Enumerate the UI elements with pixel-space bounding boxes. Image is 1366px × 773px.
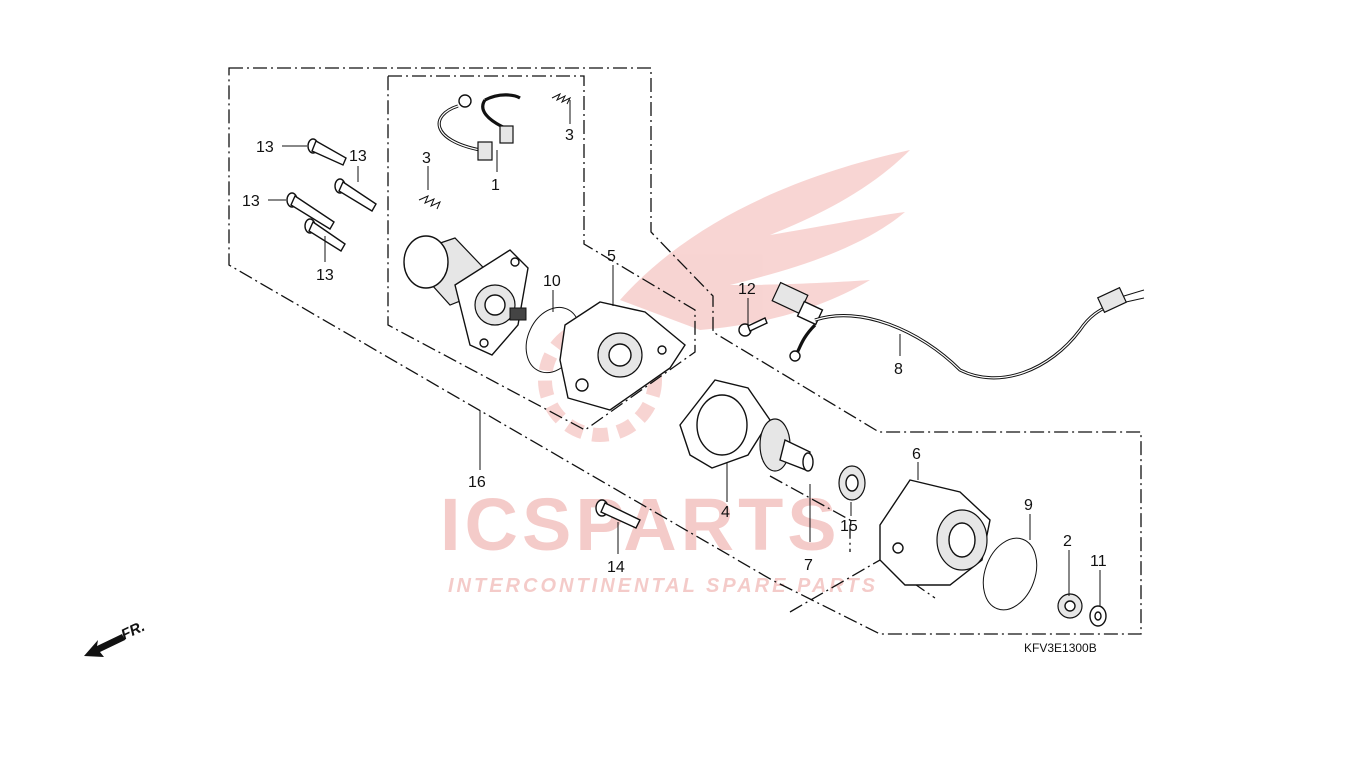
gasket-9 [982, 537, 1038, 611]
bolt-14 [595, 499, 641, 529]
callout-9: 9 [1024, 497, 1033, 514]
screw-12 [738, 317, 768, 337]
bolt-13-low [304, 218, 346, 252]
bolt-13-top [307, 138, 347, 166]
starter-motor-body [403, 235, 529, 356]
callouts: 13 13 13 13 1 3 3 10 5 12 8 4 7 15 6 9 2… [242, 127, 1107, 576]
gear-case-6 [879, 479, 991, 586]
callout-7: 7 [804, 557, 813, 574]
callout-2: 2 [1063, 533, 1072, 550]
bearing-15 [838, 465, 866, 501]
callout-16: 16 [468, 474, 486, 491]
gear-shaft-7 [759, 418, 814, 472]
callout-3: 3 [565, 127, 574, 144]
direction-label: FR. [119, 618, 148, 644]
arrow-left-icon [84, 634, 125, 657]
callout-13: 13 [256, 139, 274, 156]
callout-3: 3 [422, 150, 431, 167]
group-boundary-5 [387, 75, 696, 431]
group-boundary-7 [769, 475, 851, 552]
callout-4: 4 [721, 504, 730, 521]
callout-15: 15 [840, 518, 858, 535]
wire-harness-8 [771, 281, 1145, 380]
callout-14: 14 [607, 559, 625, 576]
bolt-13-long [286, 192, 335, 230]
watermark-wing-logo [620, 150, 910, 330]
callout-5: 5 [607, 248, 616, 265]
callout-8: 8 [894, 361, 903, 378]
diagram-code: KFV3E1300B [1024, 641, 1097, 655]
watermark-tagline: INTERCONTINENTAL SPARE PARTS [448, 575, 878, 597]
washer-11 [1089, 605, 1107, 627]
front-direction-indicator: FR. [84, 618, 148, 657]
callout-12: 12 [738, 281, 756, 298]
callout-6: 6 [912, 446, 921, 463]
callout-11: 11 [1090, 553, 1107, 570]
group-boundary-16 [228, 67, 1142, 635]
callout-10: 10 [543, 273, 561, 290]
spring-3-upper [551, 92, 572, 105]
brush-set-1 [437, 93, 521, 161]
gasket-4 [679, 379, 771, 469]
front-cover-5 [559, 301, 686, 411]
spring-3-lower [418, 195, 441, 210]
callout-13: 13 [242, 193, 260, 210]
watermark: ICSPARTS INTERCONTINENTAL SPARE PARTS [440, 150, 910, 597]
callout-13: 13 [349, 148, 367, 165]
callout-1: 1 [491, 177, 500, 194]
leader-lines [268, 100, 1101, 606]
gear-2 [1057, 593, 1083, 619]
bolt-13-mid [334, 178, 377, 212]
watermark-brand: ICSPARTS [440, 483, 841, 566]
callout-13: 13 [316, 267, 334, 284]
